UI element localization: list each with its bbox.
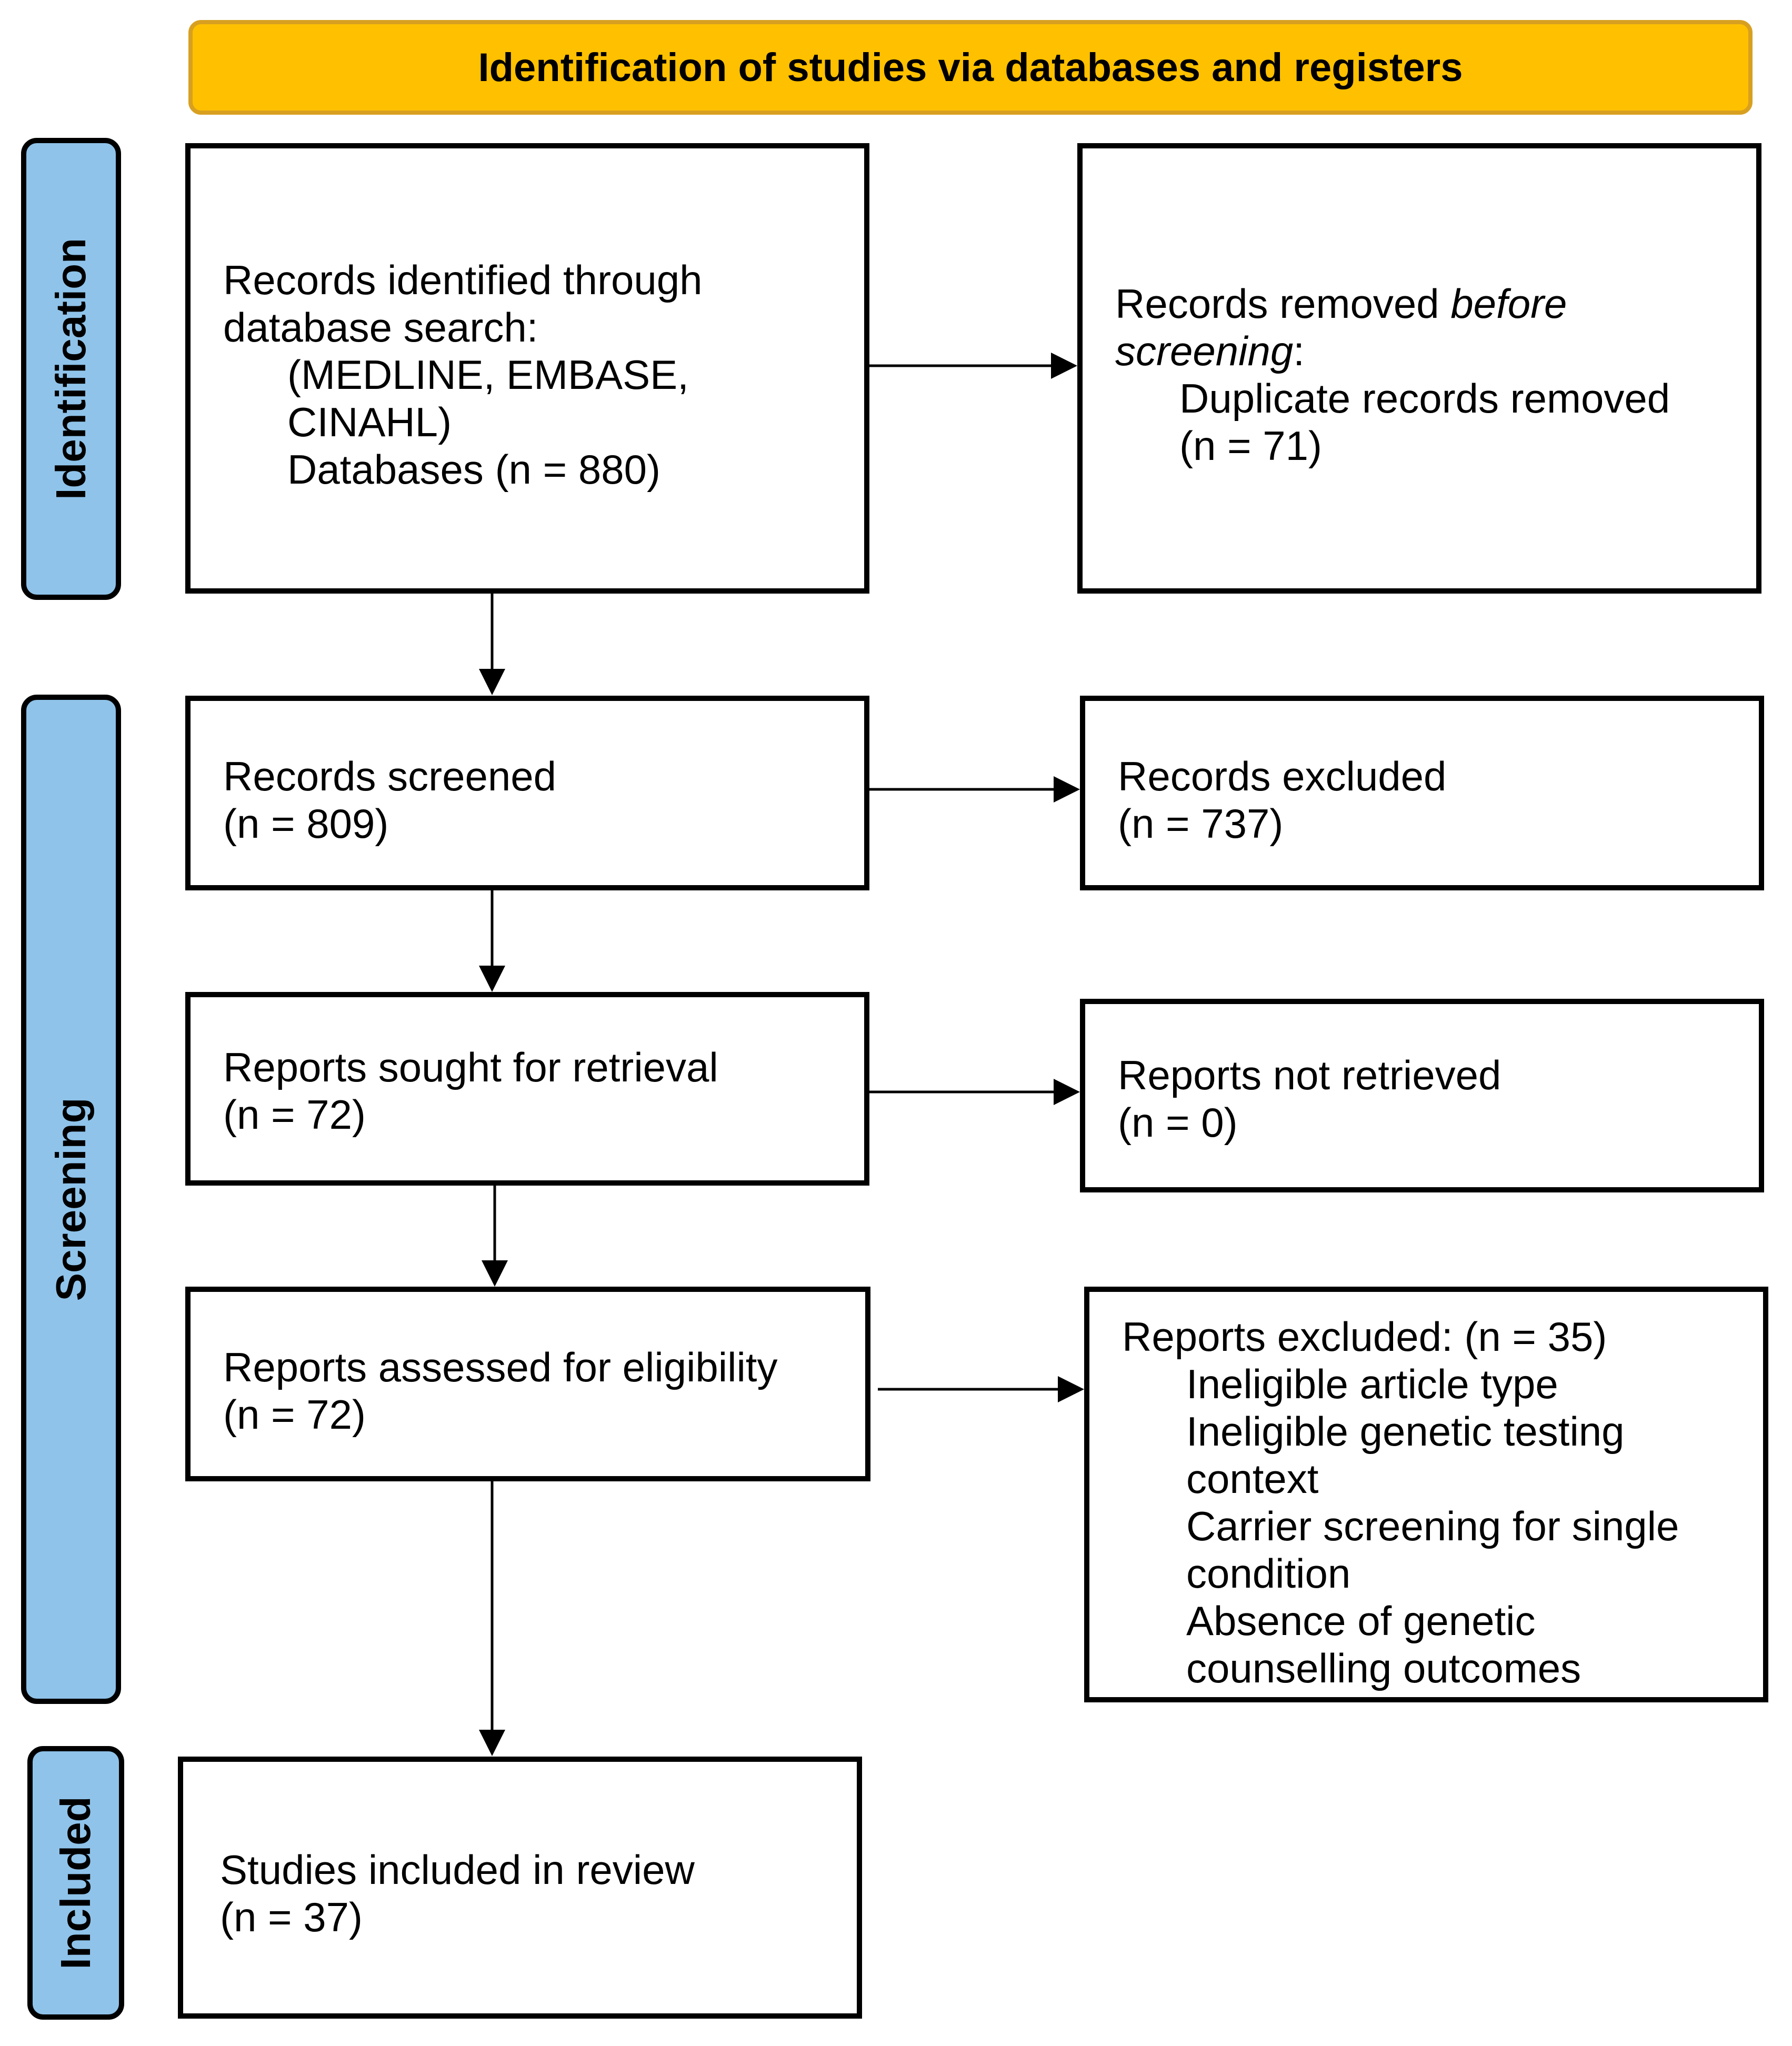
header-title: Identification of studies via databases … — [478, 45, 1463, 90]
not-retrieved-count: (n = 0) — [1118, 1099, 1238, 1146]
box-records-identified: Records identified through database sear… — [185, 143, 869, 594]
assessed-count: (n = 72) — [223, 1391, 366, 1438]
identified-line2: database search: — [223, 304, 538, 350]
identified-line4: CINAHL) — [287, 399, 452, 445]
box-reports-not-retrieved: Reports not retrieved (n = 0) — [1080, 999, 1764, 1192]
sought-label: Reports sought for retrieval — [223, 1044, 718, 1090]
box-studies-included: Studies included in review (n = 37) — [178, 1757, 862, 2019]
removed-line2-em: screening — [1115, 328, 1294, 374]
removed-line3: Duplicate records removed — [1179, 375, 1670, 422]
sought-count: (n = 72) — [223, 1091, 366, 1138]
identified-line5: Databases (n = 880) — [287, 446, 660, 493]
box-reports-excluded: Reports excluded: (n = 35) Ineligible ar… — [1084, 1287, 1768, 1702]
identified-line1: Records identified through — [223, 257, 703, 303]
reason-item: Absence of genetic — [1186, 1598, 1536, 1644]
included-label: Studies included in review — [220, 1847, 695, 1893]
stage-screening: Screening — [21, 695, 121, 1704]
excluded-count: (n = 737) — [1118, 800, 1284, 847]
included-count: (n = 37) — [220, 1894, 363, 1940]
stage-included: Included — [27, 1746, 124, 2020]
screened-count: (n = 809) — [223, 800, 389, 847]
box-records-removed: Records removed before screening: Duplic… — [1077, 143, 1761, 594]
box-records-screened: Records screened (n = 809) — [185, 696, 869, 890]
identified-line3: (MEDLINE, EMBASE, — [287, 352, 689, 398]
removed-line4: (n = 71) — [1179, 423, 1322, 469]
removed-line2: screening: — [1115, 327, 1756, 375]
reports-excluded-title: Reports excluded: (n = 35) — [1122, 1313, 1607, 1360]
box-reports-assessed: Reports assessed for eligibility (n = 72… — [185, 1287, 870, 1481]
removed-line1: Records removed before — [1115, 280, 1756, 327]
removed-line1-prefix: Records removed — [1115, 280, 1451, 327]
removed-line2-suffix: : — [1293, 328, 1305, 374]
reason-item: Carrier screening for single — [1186, 1503, 1679, 1549]
removed-line1-em: before — [1450, 280, 1567, 327]
reason-item: Ineligible genetic testing — [1186, 1408, 1625, 1455]
header-banner: Identification of studies via databases … — [188, 20, 1753, 115]
screened-label: Records screened — [223, 753, 556, 799]
not-retrieved-label: Reports not retrieved — [1118, 1052, 1501, 1098]
excluded-label: Records excluded — [1118, 753, 1447, 799]
assessed-label: Reports assessed for eligibility — [223, 1344, 778, 1390]
box-reports-sought: Reports sought for retrieval (n = 72) — [185, 992, 869, 1186]
reason-item: context — [1186, 1456, 1319, 1502]
reason-item: counselling outcomes — [1186, 1645, 1581, 1691]
reason-item: condition — [1186, 1550, 1351, 1597]
stage-identification: Identification — [21, 138, 121, 600]
reason-item: Ineligible article type — [1186, 1361, 1558, 1407]
box-records-excluded: Records excluded (n = 737) — [1080, 696, 1764, 890]
